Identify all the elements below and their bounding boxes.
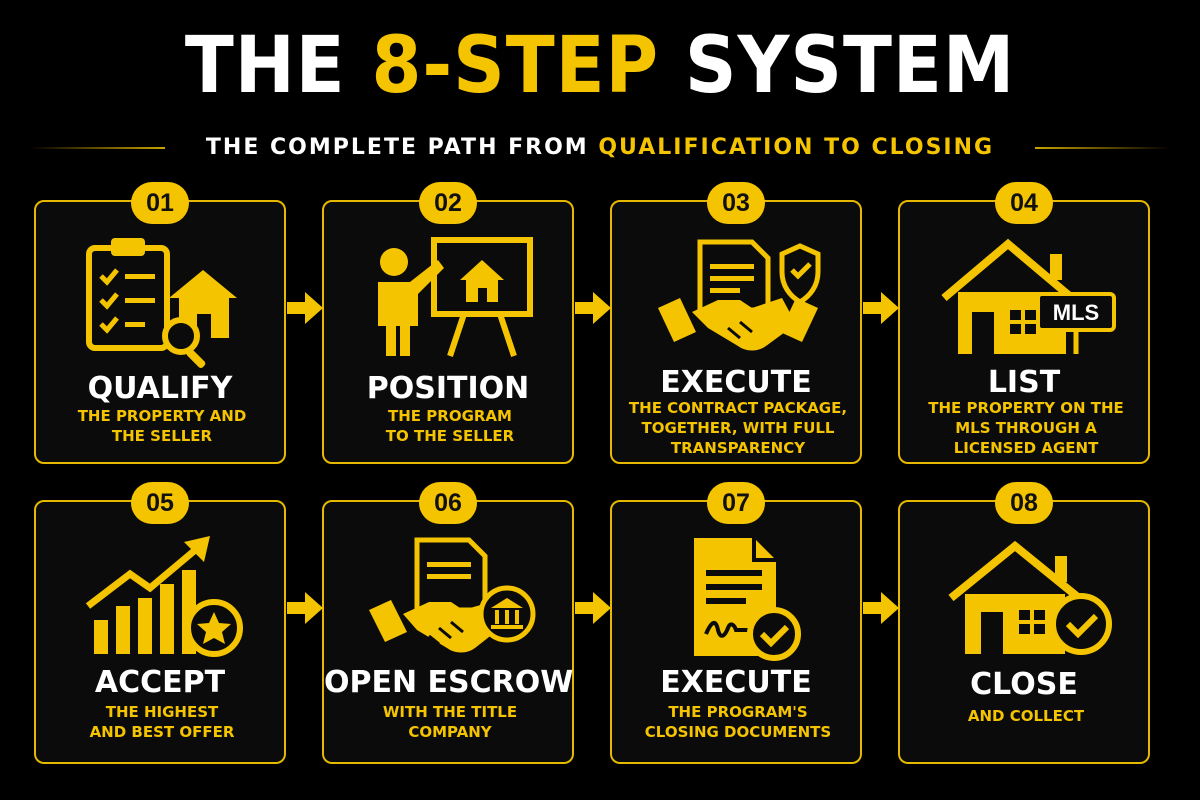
step-heading: QUALIFY: [87, 371, 233, 406]
step-description: AND COLLECT: [967, 707, 1085, 725]
page-title: THE 8-STEP SYSTEM: [184, 21, 1016, 111]
step-number-badge: 08: [995, 482, 1053, 524]
presenter-board-icon: [324, 228, 576, 378]
house-mls-sign-icon: MLS: [900, 228, 1152, 378]
step-card-1: 01 QUALIFY THE PROPERTY AND THE SELLER: [34, 182, 288, 464]
step-heading: LIST: [987, 365, 1061, 400]
step-heading: EXECUTE: [660, 365, 812, 400]
step-heading: POSITION: [366, 371, 530, 406]
growth-chart-star-icon: [36, 528, 288, 678]
arrow-right-icon: [863, 592, 899, 624]
arrow-right-icon: [863, 292, 899, 324]
signed-document-check-icon: [612, 528, 864, 678]
step-heading: ACCEPT: [94, 665, 226, 700]
step-description: THE PROPERTY ON THE MLS THROUGH A LICENS…: [928, 399, 1124, 457]
arrow-right-icon: [575, 592, 611, 624]
step-number-badge: 04: [995, 182, 1053, 224]
step-description: WITH THE TITLE COMPANY: [382, 703, 518, 741]
step-number-badge: 07: [707, 482, 765, 524]
step-description: THE PROPERTY AND THE SELLER: [77, 407, 247, 445]
step-card-4: 04 MLS LIST THE PROPERTY ON THE MLS THRO…: [898, 182, 1152, 464]
mls-sign-label: MLS: [1053, 300, 1099, 325]
step-description: THE PROGRAM TO THE SELLER: [385, 407, 515, 445]
step-card-6: 06 OPEN ESCROW WITH THE TITLE COMPANY: [322, 482, 576, 764]
arrow-right-icon: [287, 592, 323, 624]
subtitle-row: THE COMPLETE PATH FROM QUALIFICATION TO …: [30, 130, 1170, 166]
step-card-5: 05 ACCEPT THE HIGHEST AND BEST OFFER: [34, 482, 288, 764]
step-heading: EXECUTE: [660, 665, 812, 700]
step-card-7: 07 EXECUTE THE PROGRAM'S CLOSING DOCUMEN…: [610, 482, 864, 764]
step-heading: OPEN ESCROW: [324, 665, 574, 700]
step-description: THE CONTRACT PACKAGE, TOGETHER, WITH FUL…: [628, 399, 848, 457]
handshake-contract-shield-icon: [612, 228, 864, 378]
step-card-3: 03 EXECUTE THE CONTRACT PACKAGE, TOGETHE…: [610, 182, 864, 464]
arrow-right-icon: [575, 292, 611, 324]
step-number-badge: 06: [419, 482, 477, 524]
arrow-right-icon: [287, 292, 323, 324]
step-description: THE PROGRAM'S CLOSING DOCUMENTS: [644, 703, 832, 741]
handshake-bank-icon: [324, 528, 576, 678]
step-number-badge: 03: [707, 182, 765, 224]
step-heading: CLOSE: [970, 667, 1078, 702]
house-check-icon: [900, 528, 1152, 678]
step-description: THE HIGHEST AND BEST OFFER: [89, 703, 235, 741]
step-card-8: 08 CLOSE AND COLLECT: [898, 482, 1152, 764]
subtitle-divider-right: [1035, 147, 1170, 149]
page-subtitle: THE COMPLETE PATH FROM QUALIFICATION TO …: [205, 135, 995, 160]
step-card-2: 02 POSITION THE PROGRAM TO THE SELLER: [322, 182, 576, 464]
step-number-badge: 05: [131, 482, 189, 524]
subtitle-divider-left: [30, 147, 165, 149]
clipboard-house-magnifier-icon: [36, 228, 288, 378]
step-number-badge: 02: [419, 182, 477, 224]
step-number-badge: 01: [131, 182, 189, 224]
